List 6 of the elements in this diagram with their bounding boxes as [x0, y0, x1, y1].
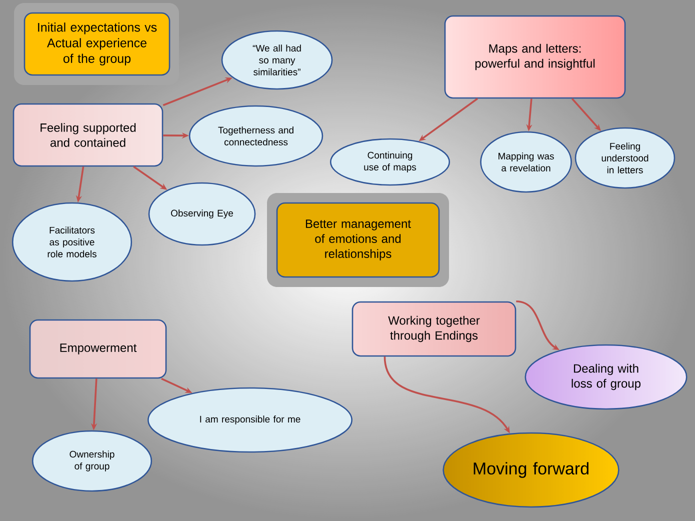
topic-box: Working together through Endings [352, 301, 516, 357]
title-box: Initial expectations vs Actual experience of the group [24, 12, 170, 76]
topic-box: Feeling supported and contained [12, 103, 164, 167]
topic-box: Maps and letters: powerful and insightful [444, 15, 626, 99]
theme-box: Better management of emotions and relationships [276, 202, 440, 278]
topic-box: Empowerment [29, 319, 167, 379]
